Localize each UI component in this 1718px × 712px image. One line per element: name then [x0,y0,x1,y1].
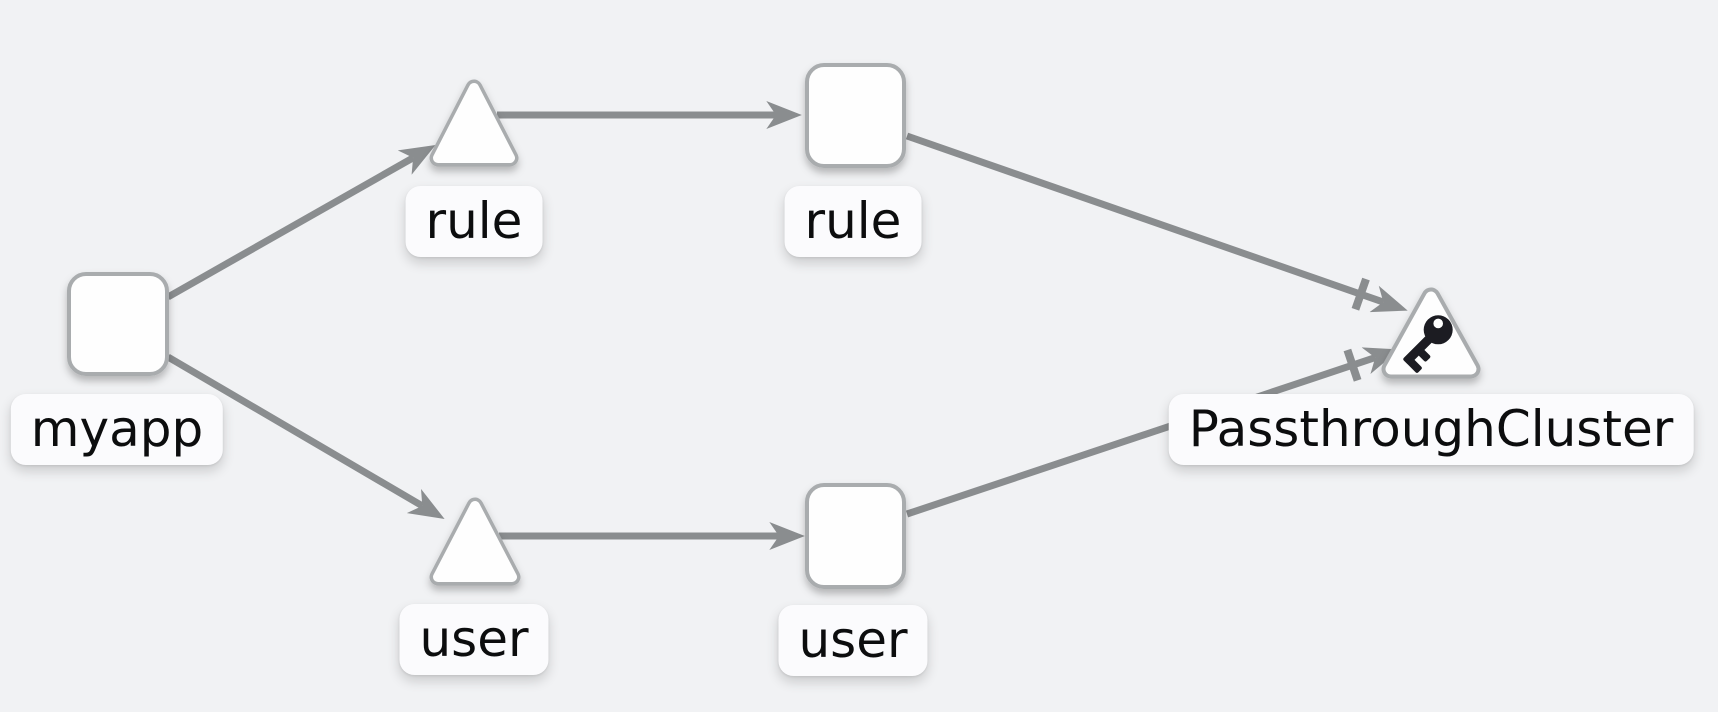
tee-mark-bottom-edge [1343,348,1362,382]
edge-rule-workload-to-passthrough[interactable] [905,132,1408,313]
label-user-service[interactable]: user [399,604,549,675]
node-myapp[interactable] [67,272,169,376]
edge-myapp-to-rule-service[interactable] [166,145,436,301]
edge-user-workload-to-passthrough[interactable] [905,347,1400,518]
node-rule-service[interactable] [429,79,519,167]
key-icon [1403,315,1453,373]
label-myapp[interactable]: myapp [10,394,224,465]
edges-group [166,101,1408,550]
node-user-service[interactable] [429,497,521,586]
edge-myapp-to-user-service[interactable] [166,353,445,519]
node-rule-workload[interactable] [805,63,906,168]
node-user-workload[interactable] [805,483,906,589]
label-rule-workload[interactable]: rule [784,186,922,257]
tee-mark-top-edge [1351,277,1370,311]
nodes-group [67,63,1481,589]
label-user-workload[interactable]: user [778,605,928,676]
label-rule-service[interactable]: rule [405,186,543,257]
label-passthrough-cluster[interactable]: PassthroughCluster [1168,394,1694,465]
node-passthrough-cluster[interactable] [1381,287,1481,379]
